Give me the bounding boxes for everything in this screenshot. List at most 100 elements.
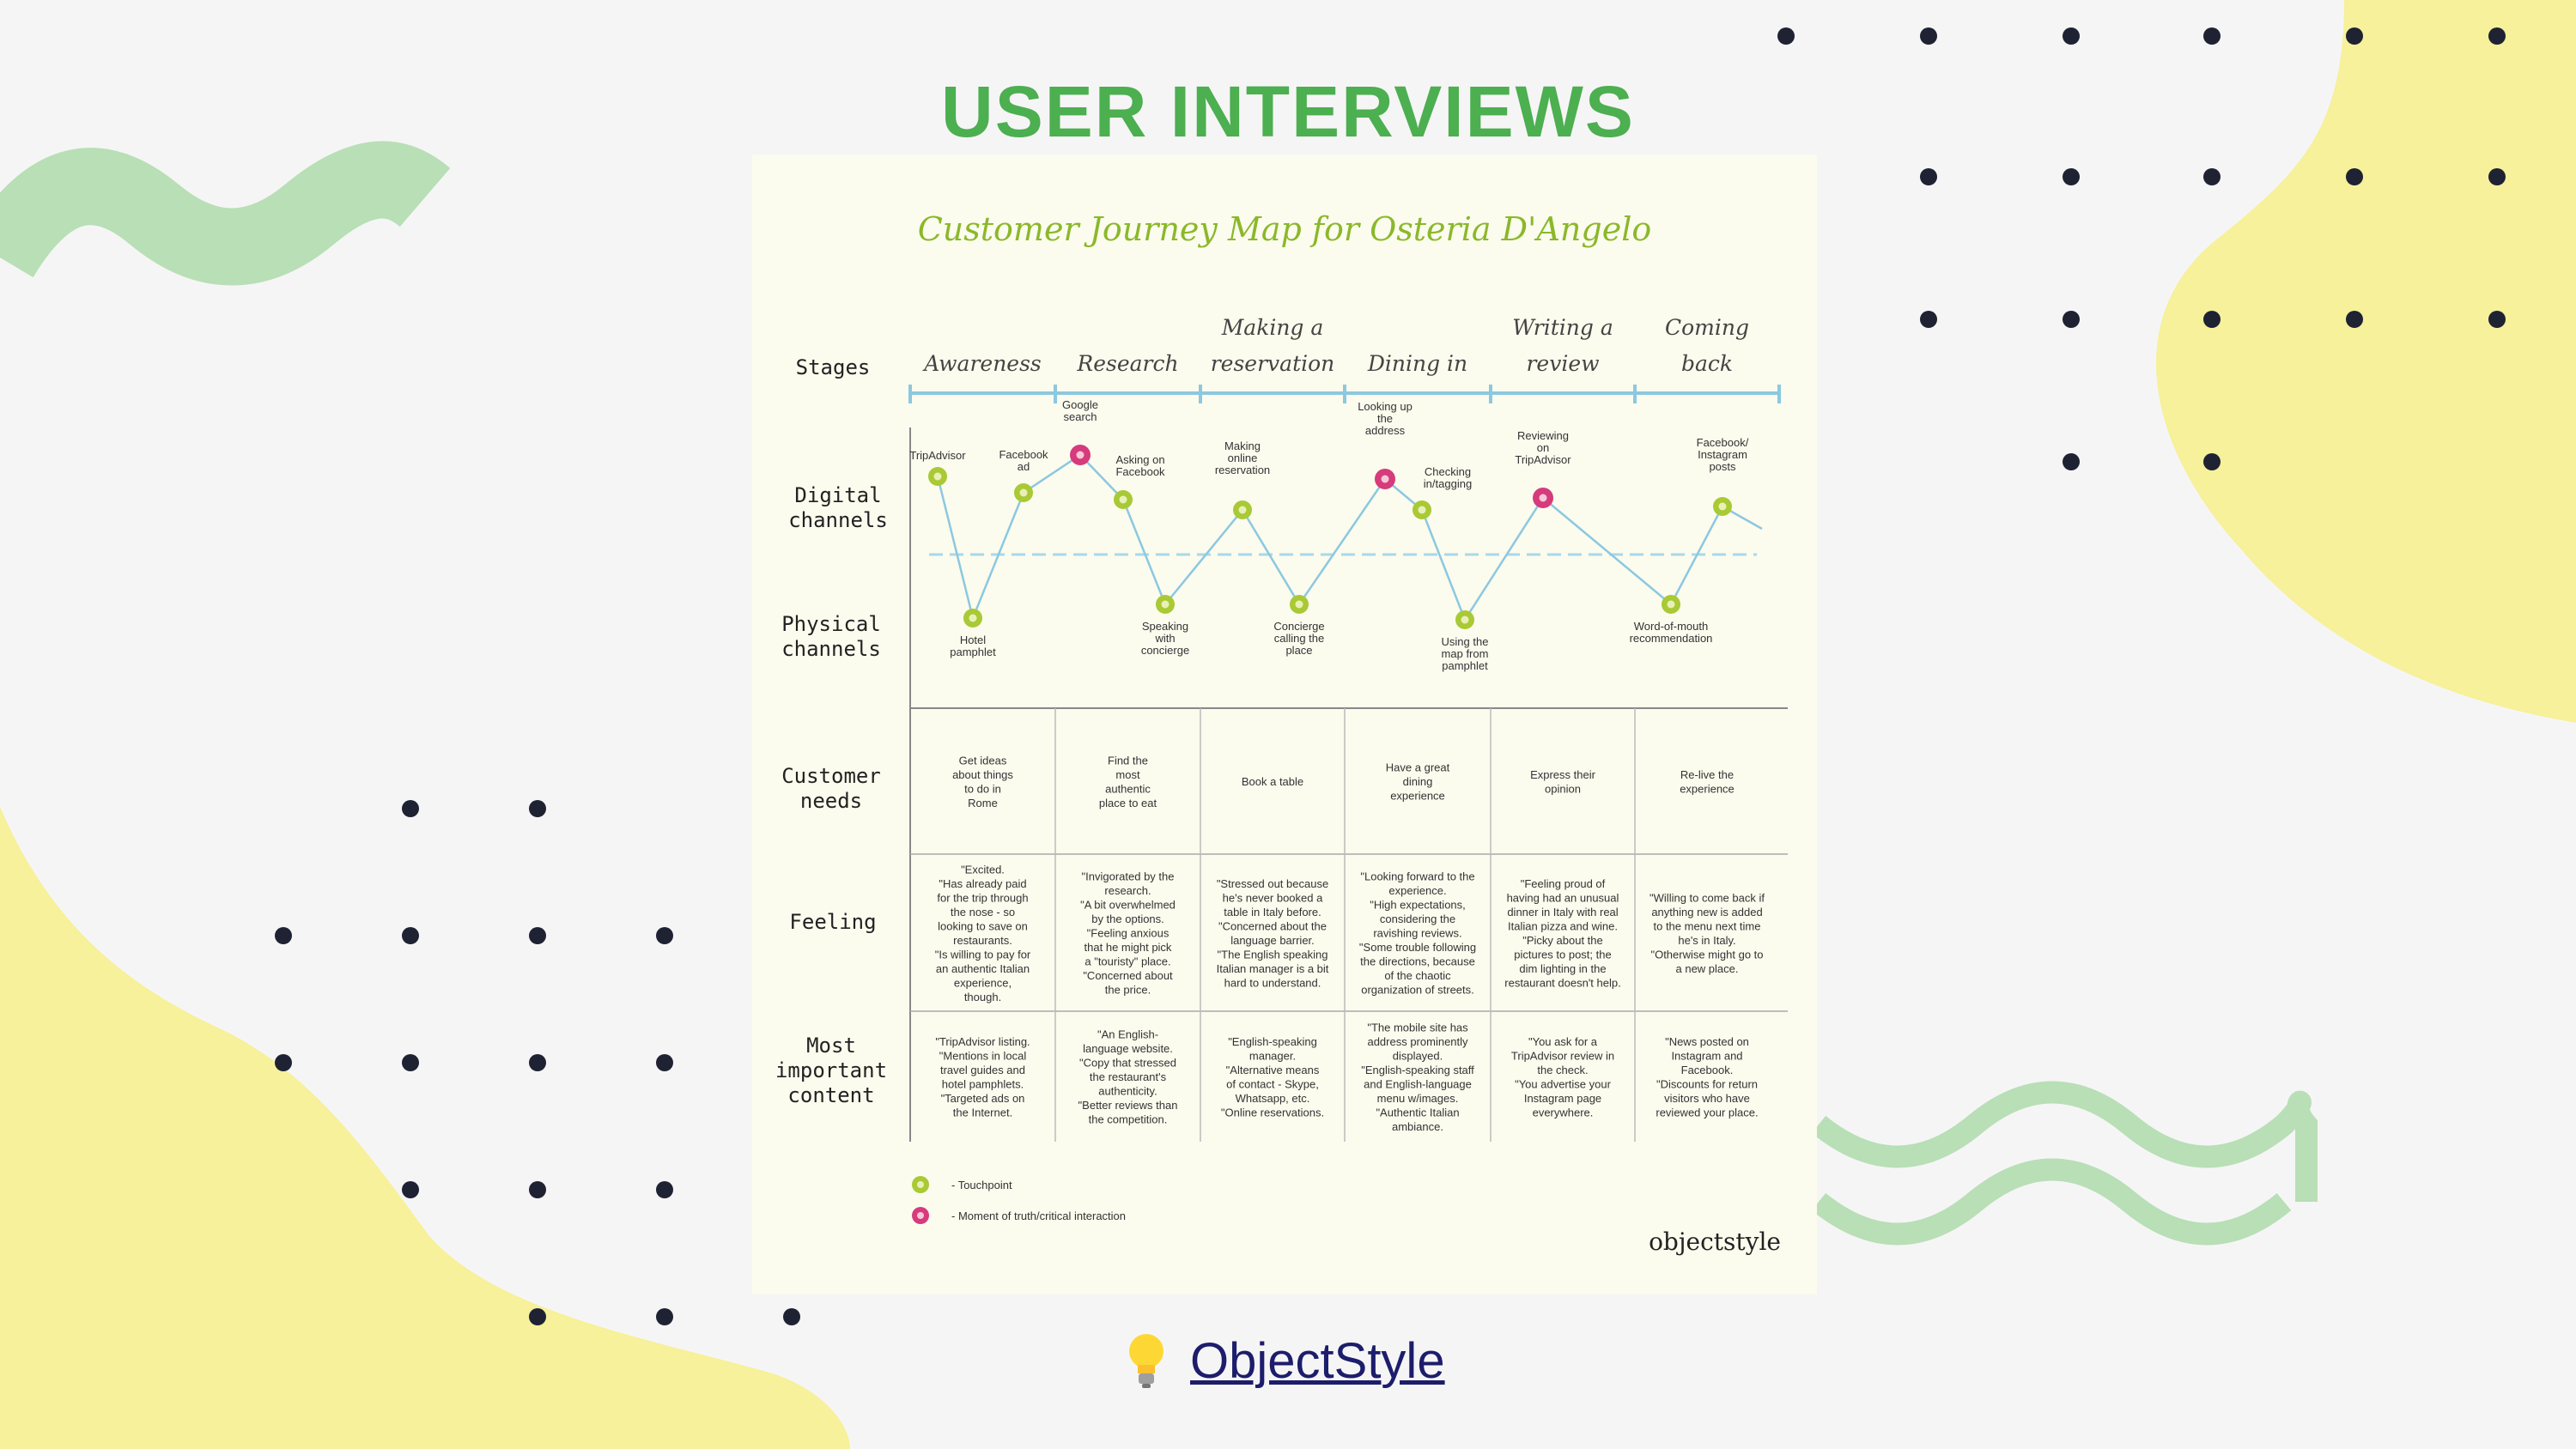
background-dot bbox=[2488, 311, 2506, 328]
content-cell-line: displayed. bbox=[1393, 1049, 1443, 1062]
feeling-cell-line: by the options. bbox=[1091, 912, 1164, 925]
content-cell-line: language website. bbox=[1083, 1042, 1173, 1055]
content-cell-line: of contact - Skype, bbox=[1226, 1077, 1319, 1090]
background-dot bbox=[529, 800, 546, 817]
touchpoint-label-line: place bbox=[1285, 644, 1312, 657]
touchpoint-label-line: ad bbox=[1018, 460, 1030, 473]
touchpoint-label-line: concierge bbox=[1141, 644, 1189, 657]
yellow-blob-top-right bbox=[2155, 0, 2576, 723]
customer-need-cell-line: about things bbox=[952, 768, 1013, 781]
stage-label-line: Dining in bbox=[1367, 351, 1467, 376]
customer-need-cell-line: Rome bbox=[968, 797, 998, 809]
touchpoint-label-line: Instagram bbox=[1698, 448, 1747, 461]
content-cell-line: "English-speaking bbox=[1228, 1035, 1317, 1048]
feeling-cell-line: a "touristy" place. bbox=[1084, 955, 1170, 968]
background-dot bbox=[2063, 27, 2080, 45]
legend: - Touchpoint - Moment of truth/critical … bbox=[912, 1176, 1126, 1224]
background-dot bbox=[656, 1308, 673, 1325]
content-cell-line: visitors who have bbox=[1664, 1092, 1750, 1105]
feeling-cell-line: dinner in Italy with real bbox=[1507, 906, 1618, 919]
feeling-cell-line: a new place. bbox=[1676, 962, 1739, 975]
background-dot bbox=[656, 1054, 673, 1071]
customer-need-cell-line: experience bbox=[1680, 782, 1735, 795]
customer-need-cell-line: Book a table bbox=[1242, 775, 1303, 788]
customer-need-cell-line: most bbox=[1115, 768, 1140, 781]
touchpoint-label-line: map from bbox=[1442, 647, 1489, 660]
touchpoint-label-line: TripAdvisor bbox=[1515, 453, 1571, 466]
touchpoint-label-line: Facebook/ bbox=[1697, 436, 1749, 449]
touchpoint-label-line: pamphlet bbox=[1442, 659, 1488, 672]
feeling-cell-line: organization of streets. bbox=[1361, 984, 1474, 997]
content-cell-line: the check. bbox=[1537, 1064, 1588, 1076]
journey-line bbox=[936, 453, 1763, 622]
customer-need-cell-line: authentic bbox=[1105, 782, 1151, 795]
touchpoint-label-line: calling the bbox=[1274, 632, 1325, 645]
touchpoint-label-line: Concierge bbox=[1273, 620, 1324, 633]
background-dot bbox=[2346, 27, 2363, 45]
touchpoint-label-line: posts bbox=[1709, 460, 1736, 473]
yellow-blob-bottom-left bbox=[0, 807, 850, 1449]
customer-need-cell-line: dining bbox=[1403, 775, 1433, 788]
feeling-cell-line: "Picky about the bbox=[1522, 934, 1603, 947]
feeling-cell-line: "Invigorated by the bbox=[1082, 870, 1175, 883]
customer-need-cell-line: place to eat bbox=[1099, 797, 1157, 809]
background-dot bbox=[529, 1308, 546, 1325]
feeling-cell-line: the price. bbox=[1105, 984, 1151, 997]
touchpoint-label-line: Speaking bbox=[1142, 620, 1188, 633]
feeling-cell-line: "Excited. bbox=[961, 863, 1005, 876]
touchpoint-label: TripAdvisor bbox=[909, 449, 966, 462]
stage-label: Research bbox=[1076, 351, 1178, 376]
marker-center bbox=[1295, 600, 1303, 609]
feeling-cell-line: hard to understand. bbox=[1224, 976, 1321, 989]
background-dot bbox=[2346, 168, 2363, 185]
feeling-cell-line: "Willing to come back if bbox=[1649, 891, 1765, 904]
content-cell-line: address prominently bbox=[1367, 1035, 1468, 1048]
feeling-cell-line: language barrier. bbox=[1230, 934, 1315, 947]
background-dot bbox=[529, 1054, 546, 1071]
feeling-cell-line: considering the bbox=[1380, 912, 1455, 925]
objectstyle-link[interactable]: ObjectStyle bbox=[1190, 1332, 1445, 1389]
content-cell-line: "Targeted ads on bbox=[941, 1092, 1025, 1105]
touchpoint-label-line: Looking up bbox=[1358, 400, 1413, 413]
content-cell-line: Whatsapp, etc. bbox=[1236, 1092, 1310, 1105]
touchpoint-label-line: Asking on bbox=[1115, 453, 1164, 466]
feeling-cell-line: "Concerned about the bbox=[1218, 919, 1327, 932]
grid-columns bbox=[1054, 708, 1636, 1142]
content-cell-line: "TripAdvisor listing. bbox=[935, 1035, 1030, 1048]
feeling-cell-line: looking to save on bbox=[938, 919, 1028, 932]
feeling-cell-line: "Concerned about bbox=[1083, 969, 1173, 982]
slide-title: USER INTERVIEWS bbox=[941, 71, 1635, 152]
touchpoint-label-line: online bbox=[1228, 452, 1258, 464]
feeling-cell-line: restaurants. bbox=[953, 934, 1012, 947]
touchpoint-label-line: on bbox=[1537, 441, 1549, 454]
legend-moment-label: - Moment of truth/critical interaction bbox=[951, 1210, 1126, 1222]
content-cell-line: the restaurant's bbox=[1090, 1070, 1167, 1083]
touchpoint-label-line: reservation bbox=[1215, 464, 1270, 476]
feeling-cell-line: he's never booked a bbox=[1223, 891, 1323, 904]
content-cell-line: "Alternative means bbox=[1226, 1064, 1320, 1076]
row-label-feeling: Feeling bbox=[789, 910, 876, 934]
legend-moment-marker-inner bbox=[917, 1212, 924, 1219]
marker-center bbox=[1418, 506, 1426, 514]
marker-center bbox=[1461, 615, 1469, 624]
customer-need-cell-line: Re-live the bbox=[1680, 768, 1734, 781]
content-cell-line: the Internet. bbox=[953, 1106, 1012, 1119]
